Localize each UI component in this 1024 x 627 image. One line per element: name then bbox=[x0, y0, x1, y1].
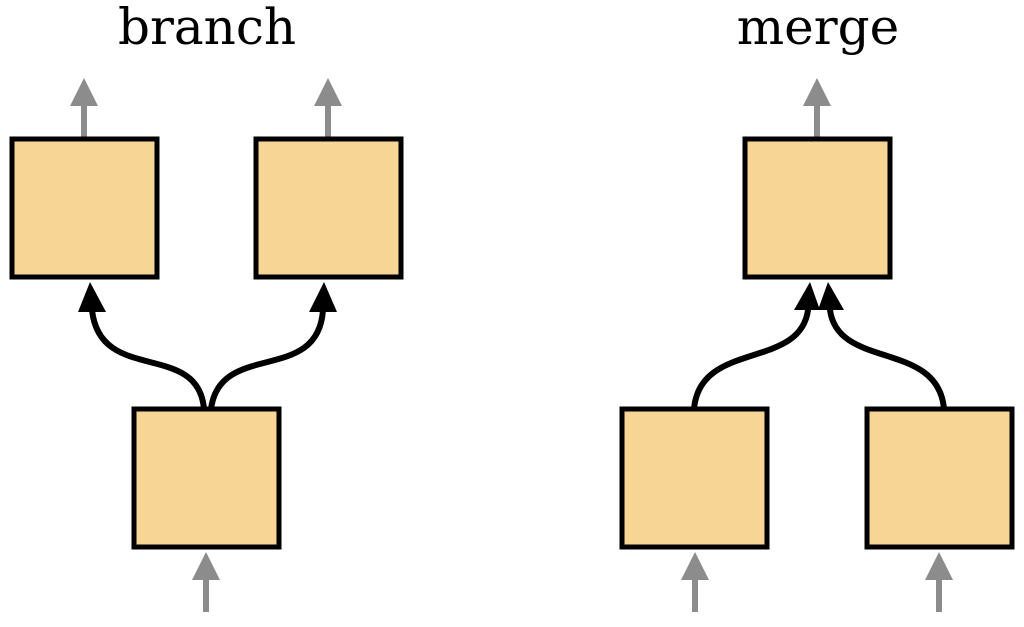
branch-output-arrow-right bbox=[314, 78, 342, 137]
merge-input-arrow-left bbox=[681, 552, 709, 612]
branch-output-node-right bbox=[253, 136, 404, 280]
merge-input-arrow-right bbox=[925, 552, 953, 612]
merge-flow-arrow-right bbox=[827, 307, 947, 412]
merge-flow-arrow-left bbox=[691, 307, 811, 412]
merge-input-node-left bbox=[619, 406, 770, 550]
merge-flow-arrowhead-left bbox=[794, 282, 820, 310]
merge-input-node-right bbox=[864, 406, 1015, 550]
branch-flow-arrow-left bbox=[89, 307, 207, 412]
branch-panel: branch bbox=[9, 0, 404, 612]
branch-title: branch bbox=[118, 0, 296, 56]
branch-input-node bbox=[131, 406, 282, 550]
merge-flow-arrowhead-right bbox=[818, 282, 844, 310]
merge-title: merge bbox=[737, 0, 900, 56]
branch-flow-arrowhead-right bbox=[309, 282, 337, 312]
branch-output-node-left bbox=[9, 136, 160, 280]
branch-flow-arrow-right bbox=[208, 307, 326, 412]
merge-panel: merge bbox=[619, 0, 1015, 612]
merge-output-arrow bbox=[803, 78, 831, 137]
branch-input-arrow bbox=[192, 552, 220, 612]
branch-output-arrow-left bbox=[70, 78, 98, 137]
merge-output-node bbox=[742, 136, 893, 280]
branch-flow-arrowhead-left bbox=[78, 282, 106, 312]
